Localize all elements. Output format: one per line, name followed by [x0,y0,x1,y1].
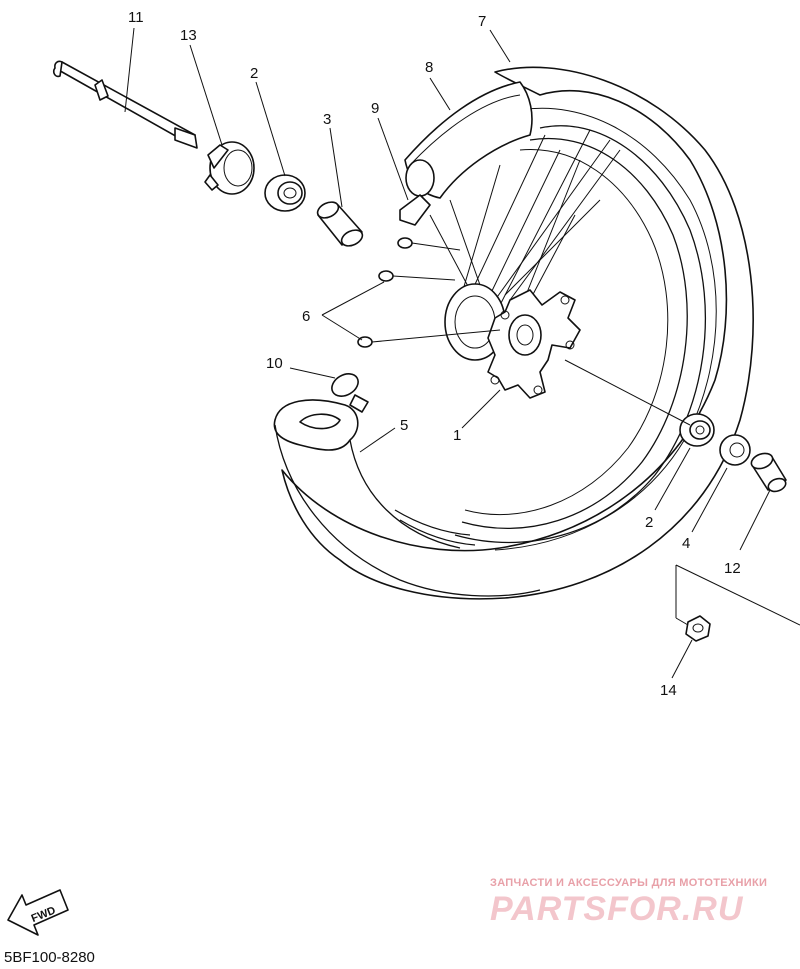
rim-band [404,81,533,199]
oil-seal [719,434,751,466]
bearing-left [264,174,306,212]
collar-right [750,452,787,493]
watermark: ЗАПЧАСТИ И АКСЕССУАРЫ ДЛЯ МОТОТЕХНИКИ PA… [490,877,767,928]
callout-labels: 11 13 2 3 9 8 7 6 10 5 1 2 4 12 14 [128,9,741,699]
tube [273,399,541,597]
callout-14: 14 [660,682,677,699]
callout-11: 11 [128,9,144,26]
fwd-arrow: FWD [7,889,69,936]
callout-6: 6 [302,308,310,325]
watermark-logo: PARTSFOR.RU [490,890,744,928]
axle-axis-line [564,359,691,426]
rim-lock [399,194,431,226]
callout-2-left: 2 [250,65,258,82]
callout-12: 12 [724,560,741,577]
diagram-code: 5BF100-8280 [4,949,95,966]
spokes [429,129,621,311]
leader-lines [124,27,771,679]
collar [204,141,255,195]
axle [53,60,198,149]
hub [444,283,581,399]
rivets [357,237,501,348]
callout-13: 13 [180,27,197,44]
callout-1: 1 [453,427,461,444]
callout-8: 8 [425,59,433,76]
bearing-right [679,413,715,447]
callout-3: 3 [323,111,331,128]
callout-2-right: 2 [645,514,653,531]
callout-9: 9 [371,100,379,117]
callout-7: 7 [478,13,486,30]
callout-5: 5 [400,417,408,434]
watermark-tagline: ЗАПЧАСТИ И АКСЕССУАРЫ ДЛЯ МОТОТЕХНИКИ [490,877,767,889]
axle-nut [685,615,711,642]
spacer [316,201,364,247]
callout-10: 10 [266,355,283,372]
nut-bracket [675,564,800,626]
callout-4: 4 [682,535,690,552]
valve-cap [331,373,369,413]
rim [394,125,707,546]
